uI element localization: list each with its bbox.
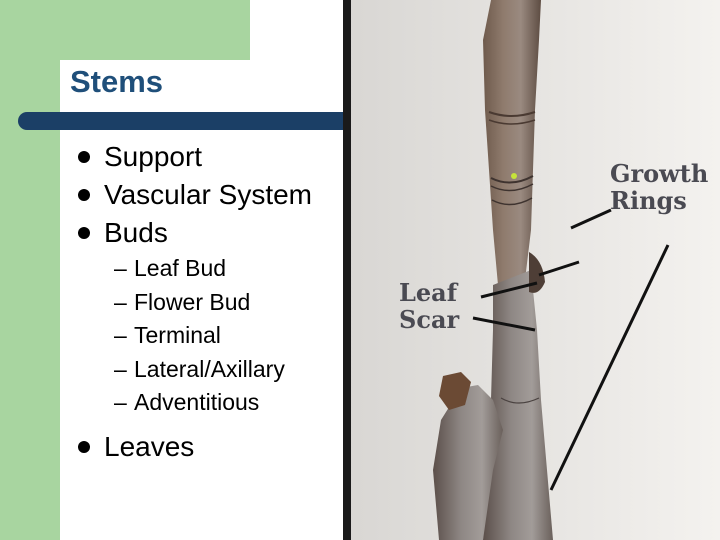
title-underline-bar	[18, 112, 358, 130]
bullet-text: Buds	[104, 217, 168, 248]
sub-bullet-list-wrapper: –Leaf Bud –Flower Bud –Terminal –Lateral…	[78, 252, 312, 420]
leaf-scar-label: Leaf Scar	[399, 278, 460, 334]
bullet-list: Support Vascular System Buds –Leaf Bud –…	[78, 138, 312, 466]
sub-bullet-item: –Flower Bud	[114, 286, 312, 320]
sub-bullet-item: –Terminal	[114, 319, 312, 353]
bullet-item: Support	[78, 138, 312, 176]
sub-bullet-item: –Lateral/Axillary	[114, 353, 312, 387]
bullet-dot-icon	[78, 151, 90, 163]
sub-bullet-text: Terminal	[134, 322, 221, 348]
dash-icon: –	[114, 288, 127, 315]
sub-bullet-text: Flower Bud	[134, 288, 251, 315]
bullet-dot-icon	[78, 189, 90, 201]
sub-bullet-text: Adventitious	[134, 389, 260, 415]
bullet-text: Vascular System	[104, 179, 312, 210]
bullet-dot-icon	[78, 440, 90, 453]
bullet-item: Vascular System	[78, 176, 312, 214]
bullet-item: Leaves	[78, 428, 312, 466]
sub-bullet-item: –Leaf Bud	[114, 252, 312, 286]
bullet-text: Support	[104, 141, 203, 172]
stem-illustration	[343, 0, 720, 540]
dash-icon: –	[114, 355, 127, 382]
dash-icon: –	[114, 255, 127, 281]
sub-bullet-text: Lateral/Axillary	[134, 355, 285, 382]
sub-bullet-list: –Leaf Bud –Flower Bud –Terminal –Lateral…	[78, 252, 312, 420]
sub-bullet-text: Leaf Bud	[134, 255, 227, 281]
top-accent-block	[0, 0, 250, 60]
stem-photo: Growth Rings Leaf Scar	[343, 0, 720, 540]
growth-rings-label: Growth Rings	[610, 159, 709, 215]
sub-bullet-item: –Adventitious	[114, 386, 312, 420]
bullet-dot-icon	[78, 227, 90, 239]
left-accent-bar	[0, 0, 60, 540]
bullet-text: Leaves	[104, 430, 195, 462]
slide-title: Stems	[70, 64, 164, 99]
dash-icon: –	[114, 389, 127, 415]
bullet-item: Buds	[78, 214, 312, 252]
dash-icon: –	[114, 322, 127, 348]
